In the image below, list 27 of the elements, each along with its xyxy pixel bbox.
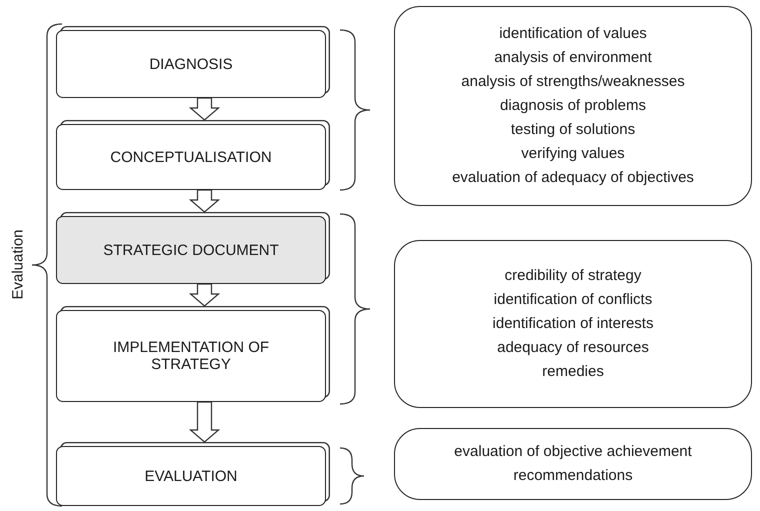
text-panel: [394, 6, 752, 206]
text-panel: [394, 240, 752, 408]
block-arrow: [188, 97, 220, 121]
block-arrow: [188, 189, 220, 213]
node-text: identification of interests: [492, 314, 654, 334]
node-text: testing of solutions: [510, 120, 636, 140]
node-text: CONCEPTUALISATION: [109, 148, 273, 166]
side-label: Evaluation: [10, 228, 26, 302]
node-text: remedies: [541, 362, 605, 382]
node-text: analysis of environment: [493, 48, 653, 68]
node-text: evaluation of adequacy of objectives: [451, 168, 695, 188]
text-panel: [394, 428, 752, 500]
node-text: verifying values: [520, 144, 626, 164]
node-text: identification of conflicts: [492, 290, 654, 310]
node-text: DIAGNOSIS: [148, 56, 234, 72]
node-text: STRATEGIC DOCUMENT: [102, 242, 280, 258]
node-text: credibility of strategy: [504, 266, 642, 286]
node-text: diagnosis of problems: [499, 96, 647, 116]
node-text: recommendations: [512, 466, 634, 486]
block-arrow: [188, 283, 220, 307]
node-text: evaluation of objective achievement: [453, 442, 693, 462]
node-text: IMPLEMENTATION OF STRATEGY: [112, 339, 270, 373]
node-text: identification of values: [498, 24, 648, 44]
block-arrow: [188, 401, 220, 443]
node-text: analysis of strengths/weaknesses: [460, 72, 686, 92]
node-text: EVALUATION: [144, 468, 238, 484]
node-text: adequacy of resources: [496, 338, 650, 358]
